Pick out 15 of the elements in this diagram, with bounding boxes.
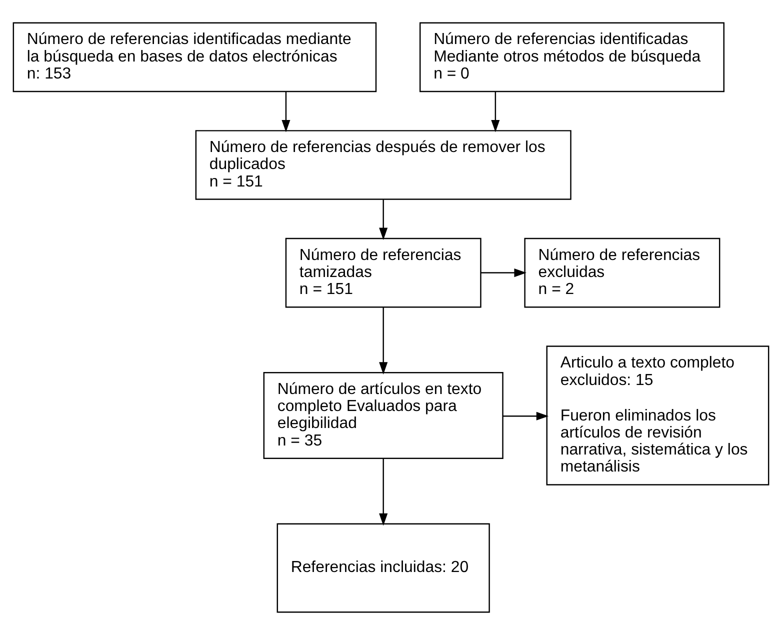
node-box: Número de referencias tamizadas n = 151 [285, 237, 482, 308]
arrow [282, 91, 290, 132]
arrow [379, 199, 388, 240]
arrow [502, 411, 549, 420]
node-box: Número de referencias identificadas Mediante otros métodos de búsqueda n = 0 [419, 22, 724, 92]
node-box: Articulo a texto completo excluidos: 15 Fueron eliminados los artículos de revisión narrativa, sistemática y los metanálisis [546, 345, 770, 485]
arrow [379, 306, 388, 374]
node-box: Referencias incluidas: 20 [276, 522, 490, 612]
node-box: Número de artículos en texto completo Evaluados para elegibilidad n = 35 [263, 372, 504, 458]
arrow [491, 91, 500, 132]
arrow [379, 458, 388, 526]
node-box: Número de referencias identificadas mediante la búsqueda en bases de datos electrónicas n: 153 [12, 22, 377, 92]
node-box: Número de referencias después de remover los duplicados n = 151 [195, 130, 572, 200]
arrow [480, 268, 526, 277]
node-box: Número de referencias excluidas n = 2 [524, 237, 720, 308]
